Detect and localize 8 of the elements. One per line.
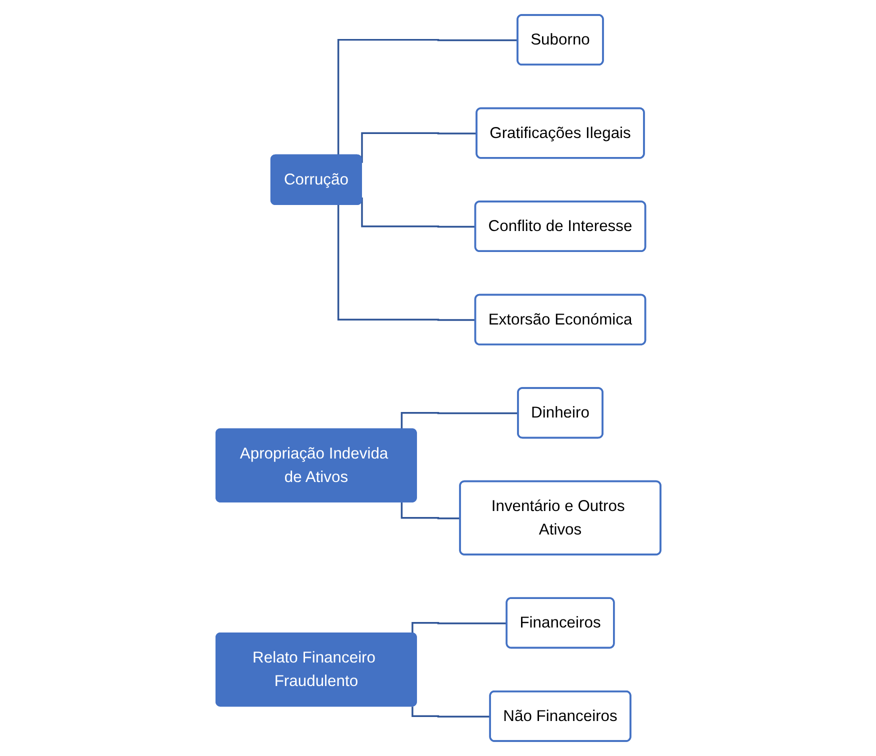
connector: [400, 502, 460, 520]
connector: [360, 197, 476, 228]
connector: [337, 204, 476, 321]
connector: [411, 622, 507, 634]
connector: [337, 38, 518, 156]
connector: [411, 706, 490, 718]
connector: [400, 412, 518, 430]
connector: [360, 132, 477, 163]
